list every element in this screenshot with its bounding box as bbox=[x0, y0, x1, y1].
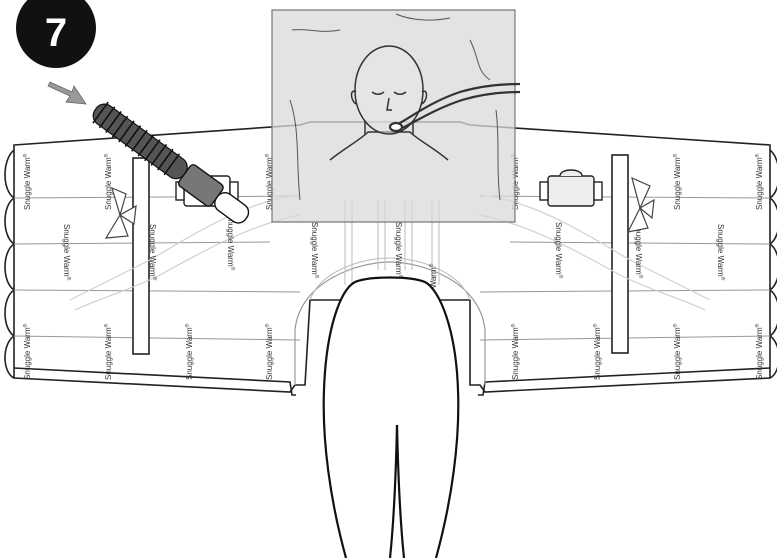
brand-label: Snuggle Warm® bbox=[754, 323, 764, 380]
trademark-mark: ® bbox=[22, 323, 29, 327]
brand-label: Snuggle Warm® bbox=[148, 224, 158, 281]
patient-legs bbox=[324, 278, 459, 558]
trademark-mark: ® bbox=[184, 323, 191, 327]
brand-label: Snuggle Warm® bbox=[22, 153, 32, 210]
trademark-mark: ® bbox=[510, 323, 517, 327]
brand-label: Snuggle Warm® bbox=[672, 153, 682, 210]
brand-label: Snuggle Warm® bbox=[62, 224, 72, 281]
trademark-mark: ® bbox=[22, 153, 29, 157]
trademark-mark: ® bbox=[672, 323, 679, 327]
trademark-mark: ® bbox=[637, 275, 644, 279]
brand-label: Snuggle Warm® bbox=[510, 323, 520, 380]
arrow-icon bbox=[48, 82, 86, 104]
brand-label: Snuggle Warm® bbox=[592, 323, 602, 380]
brand-label: Snuggle Warm® bbox=[672, 323, 682, 380]
brand-label: Snuggle Warm® bbox=[310, 222, 320, 279]
trademark-mark: ® bbox=[103, 153, 110, 157]
trademark-mark: ® bbox=[229, 267, 236, 271]
trademark-mark: ® bbox=[557, 275, 564, 279]
trademark-mark: ® bbox=[754, 153, 761, 157]
brand-label: Snuggle Warm® bbox=[716, 224, 726, 281]
trademark-mark: ® bbox=[672, 153, 679, 157]
brand-label: Snuggle Warm® bbox=[554, 222, 564, 279]
trademark-mark: ® bbox=[65, 277, 72, 281]
brand-label: Snuggle Warm® bbox=[184, 323, 194, 380]
brand-label: Snuggle Warm® bbox=[22, 323, 32, 380]
trademark-mark: ® bbox=[313, 275, 320, 279]
brand-label: Snuggle Warm® bbox=[264, 323, 274, 380]
trademark-mark: ® bbox=[264, 323, 271, 327]
trademark-mark: ® bbox=[103, 323, 110, 327]
brand-label: Snuggle Warm® bbox=[754, 153, 764, 210]
trademark-mark: ® bbox=[151, 277, 158, 281]
step-badge: 7 bbox=[16, 0, 96, 68]
step-number: 7 bbox=[45, 11, 67, 55]
brand-label: Snuggle Warm® bbox=[394, 222, 404, 279]
trademark-mark: ® bbox=[592, 323, 599, 327]
trademark-mark: ® bbox=[264, 153, 271, 157]
trademark-mark: ® bbox=[754, 323, 761, 327]
trademark-mark: ® bbox=[719, 277, 726, 281]
trademark-mark: ® bbox=[428, 263, 435, 267]
brand-label: Snuggle Warm® bbox=[103, 153, 113, 210]
brand-label: Snuggle Warm® bbox=[103, 323, 113, 380]
